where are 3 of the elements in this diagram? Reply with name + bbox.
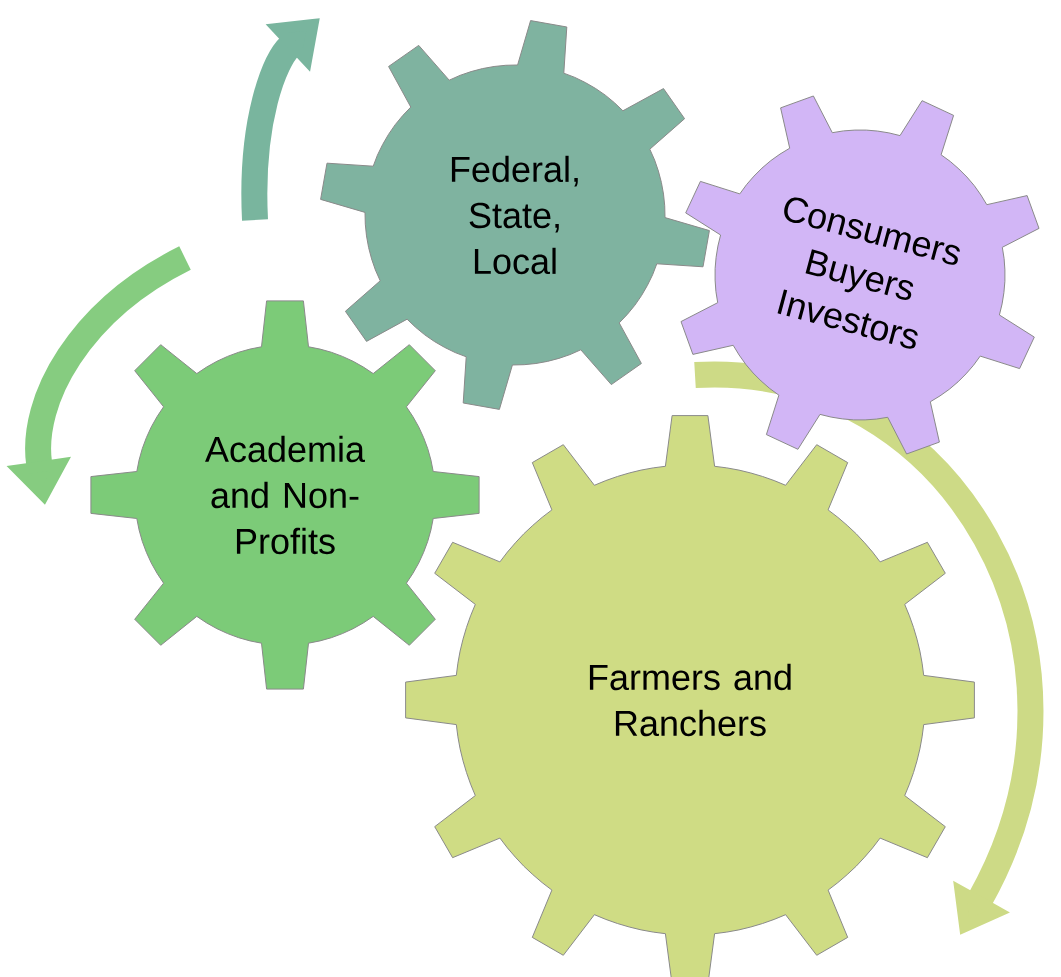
gear: Academia and Non-Profits: [90, 300, 480, 690]
gear: Farmers and Ranchers: [405, 415, 975, 977]
gear: Federal, State, Local: [320, 20, 710, 410]
